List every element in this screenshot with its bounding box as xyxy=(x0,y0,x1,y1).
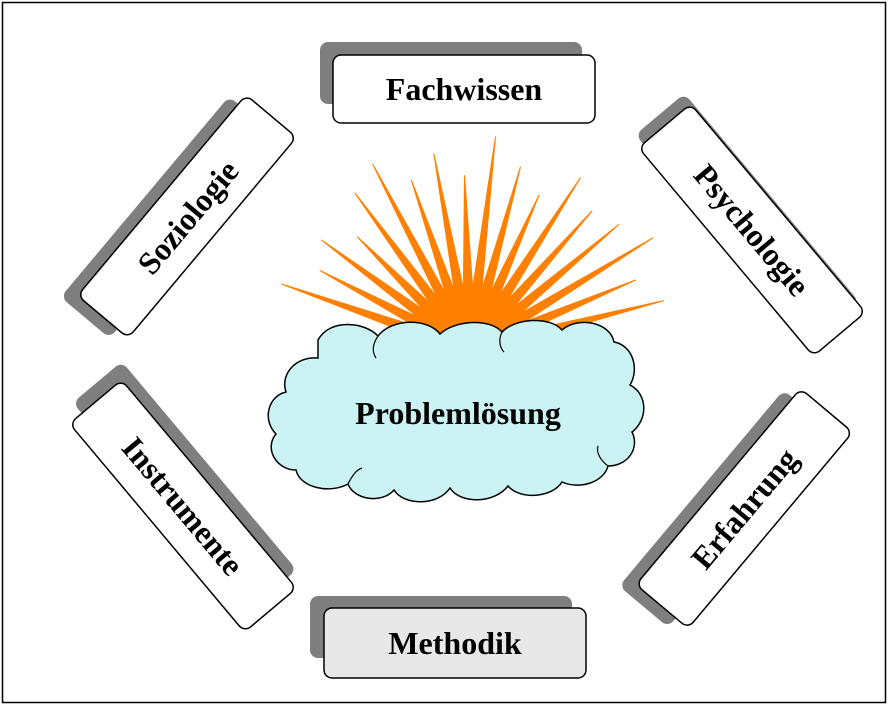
box-psychologie: Psychologie xyxy=(638,96,863,354)
box-erfahrung: Erfahrung xyxy=(622,391,851,626)
label-methodik: Methodik xyxy=(388,625,522,661)
box-body xyxy=(638,391,851,626)
box-instrumente: Instrumente xyxy=(72,364,294,630)
cloud xyxy=(267,319,645,503)
box-body xyxy=(72,382,294,630)
box-body xyxy=(641,106,863,354)
center-label: Problemlösung xyxy=(355,395,561,431)
box-methodik: Methodik xyxy=(310,596,587,679)
box-body xyxy=(323,607,587,679)
box-fachwissen: Fachwissen xyxy=(320,42,596,124)
box-soziologie: Soziologie xyxy=(63,97,294,336)
box-body xyxy=(80,97,294,336)
label-fachwissen: Fachwissen xyxy=(386,71,543,107)
box-body xyxy=(332,54,596,124)
